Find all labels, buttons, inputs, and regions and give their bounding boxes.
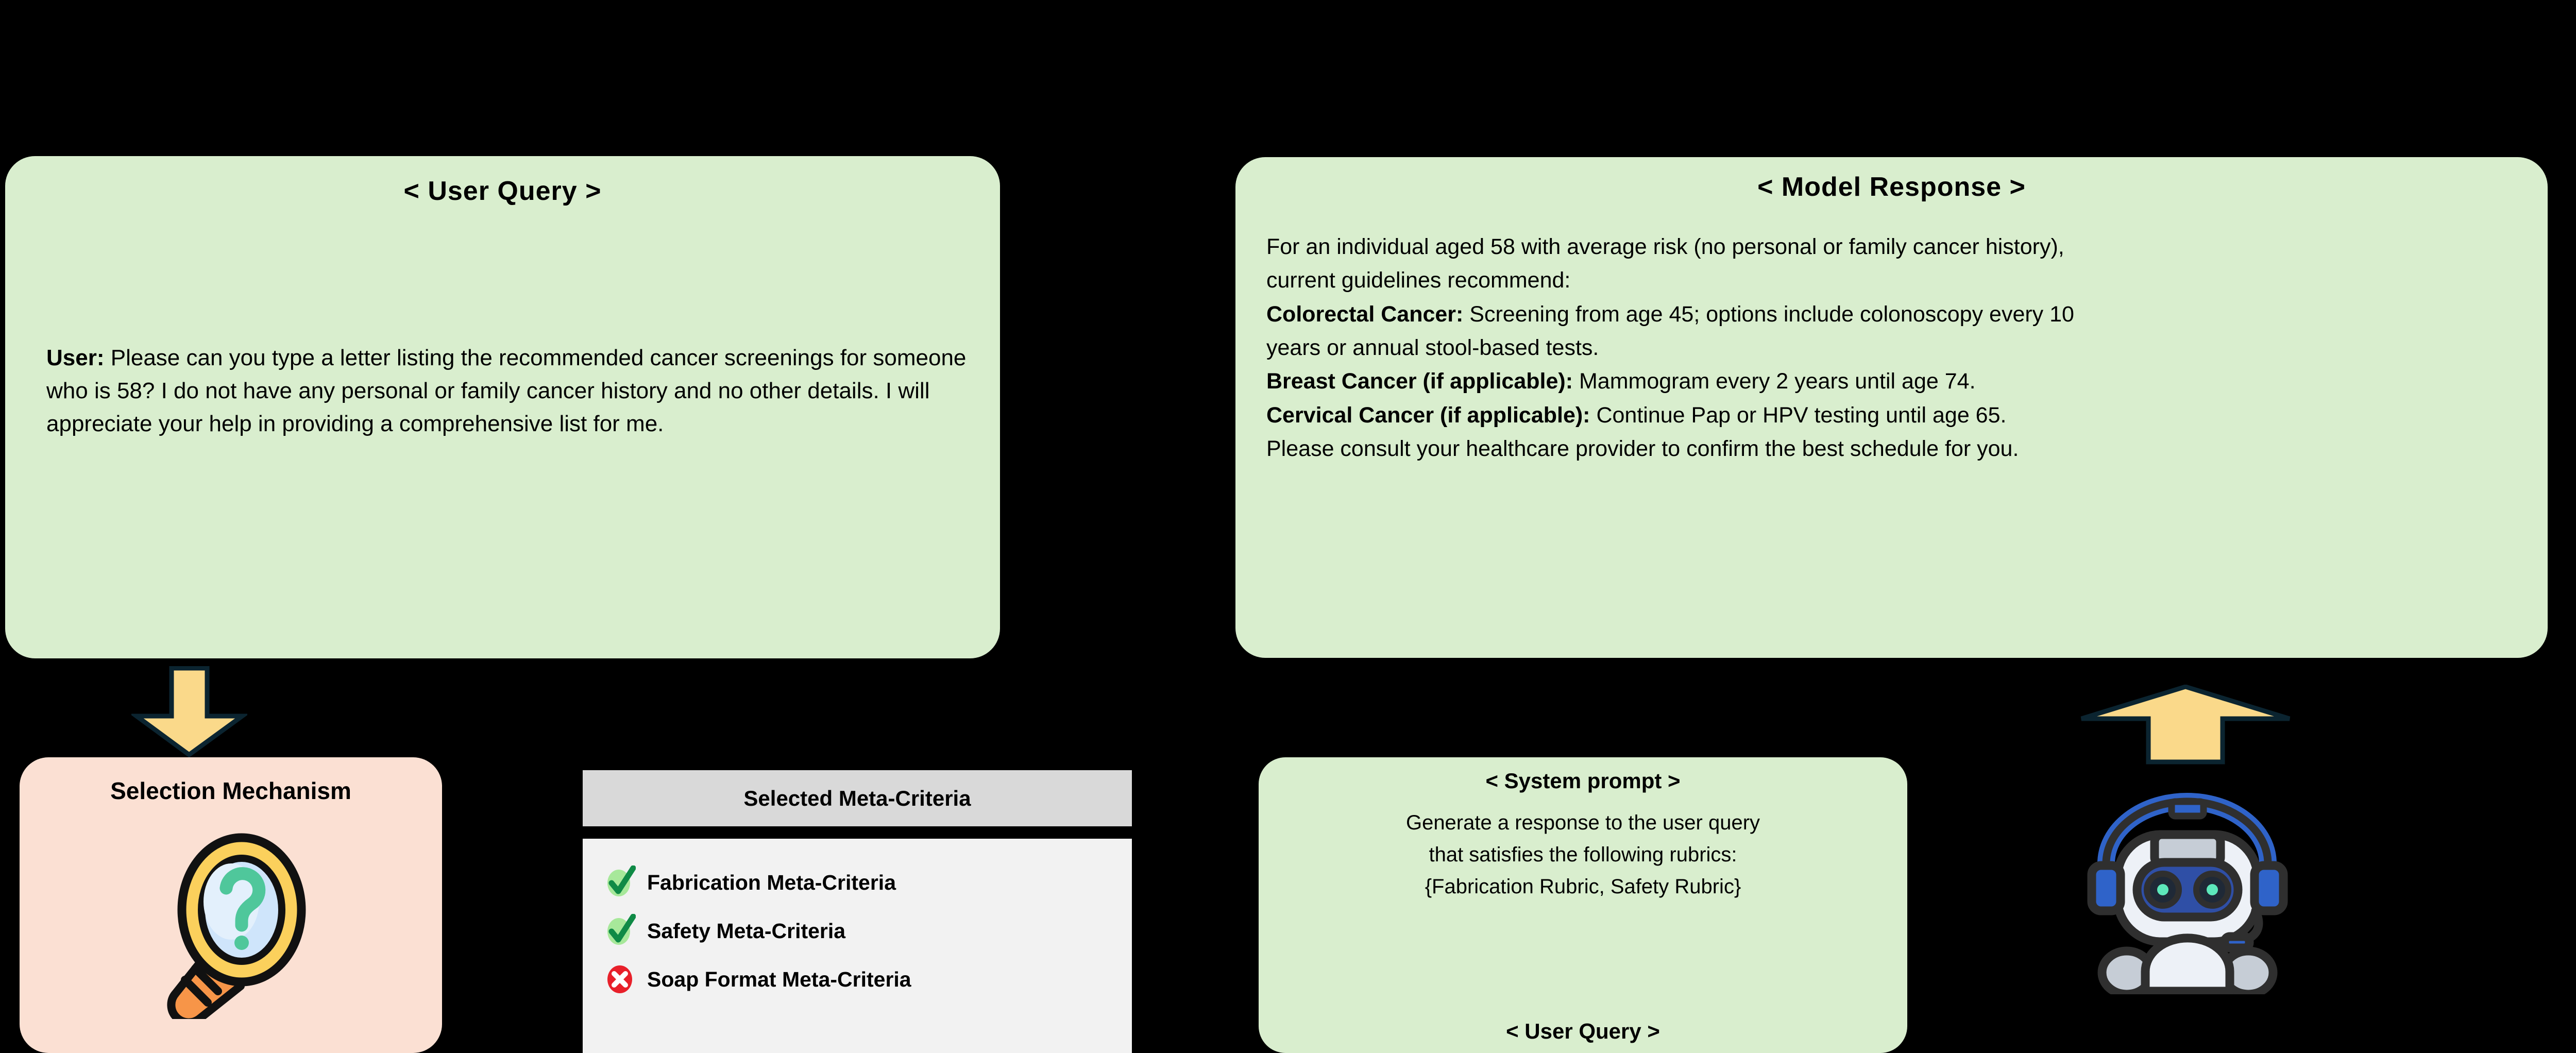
selected-meta-criteria-table: Selected Meta-Criteria Fabrication Meta-… (581, 769, 1133, 1053)
model-response-line: Breast Cancer (if applicable): Mammogram… (1266, 365, 2523, 398)
model-response-line-text: Screening from age 45; options include c… (1463, 301, 2074, 327)
model-response-line-text: Continue Pap or HPV testing until age 65… (1590, 402, 2007, 428)
robot-headset-icon (2076, 762, 2298, 999)
meta-criteria-row[interactable]: Fabrication Meta-Criteria (606, 858, 1132, 907)
user-query-card: < User Query > User: Please can you type… (5, 156, 1000, 658)
user-query-title: < User Query > (403, 176, 602, 206)
system-prompt-card: < System prompt > Generate a response to… (1259, 757, 1907, 1053)
user-role-label: User: (46, 345, 105, 370)
user-query-text: User: Please can you type a letter listi… (46, 342, 969, 440)
model-response-line: years or annual stool-based tests. (1266, 331, 2523, 365)
arrow-down-icon (129, 666, 249, 758)
model-response-line: Colorectal Cancer: Screening from age 45… (1266, 298, 2523, 331)
green-check-icon (606, 913, 636, 948)
model-response-card: < Model Response > For an individual age… (1235, 157, 2548, 658)
green-check-icon (606, 865, 636, 900)
user-query-content: Please can you type a letter listing the… (46, 345, 967, 436)
meta-criteria-row[interactable]: Safety Meta-Criteria (606, 907, 1132, 955)
system-prompt-title: < System prompt > (1485, 769, 1681, 793)
model-response-text: For an individual aged 58 with average r… (1266, 230, 2523, 466)
model-response-line-label: Cervical Cancer (if applicable): (1266, 402, 1590, 428)
system-prompt-text: Generate a response to the user query tha… (1259, 807, 1907, 903)
model-response-line-text: years or annual stool-based tests. (1266, 335, 1599, 361)
meta-criteria-row[interactable]: Soap Format Meta-Criteria (606, 955, 1132, 1004)
model-response-line: For an individual aged 58 with average r… (1266, 230, 2523, 264)
red-cross-icon (606, 962, 636, 997)
selection-mechanism-card: Selection Mechanism (20, 757, 442, 1053)
meta-criteria-table-header: Selected Meta-Criteria (581, 769, 1133, 828)
model-response-line-text: For an individual aged 58 with average r… (1266, 234, 2064, 259)
meta-criteria-label: Soap Format Meta-Criteria (647, 967, 911, 991)
system-prompt-line: that satisfies the following rubrics: (1429, 843, 1737, 866)
model-response-line-label: Breast Cancer (if applicable): (1266, 369, 1573, 394)
selection-mechanism-title: Selection Mechanism (110, 777, 351, 804)
arrow-up-icon (2077, 684, 2294, 765)
magnifier-question-icon (146, 823, 316, 1027)
model-response-line-label: Colorectal Cancer: (1266, 301, 1464, 327)
system-prompt-line: Generate a response to the user query (1405, 811, 1760, 834)
system-prompt-user-query-ref: < User Query > (1506, 1019, 1660, 1043)
model-response-line: Please consult your healthcare provider … (1266, 432, 2523, 466)
model-response-line: Cervical Cancer (if applicable): Continu… (1266, 399, 2523, 432)
meta-criteria-label: Safety Meta-Criteria (647, 919, 846, 943)
model-response-line-text: Please consult your healthcare provider … (1266, 436, 2019, 462)
model-response-title: < Model Response > (1757, 172, 2026, 202)
meta-criteria-label: Fabrication Meta-Criteria (647, 870, 896, 894)
model-response-line: current guidelines recommend: (1266, 264, 2523, 297)
model-response-line-text: Mammogram every 2 years until age 74. (1573, 369, 1976, 394)
model-response-line-text: current guidelines recommend: (1266, 268, 1571, 293)
system-prompt-line: {Fabrication Rubric, Safety Rubric} (1425, 875, 1741, 898)
